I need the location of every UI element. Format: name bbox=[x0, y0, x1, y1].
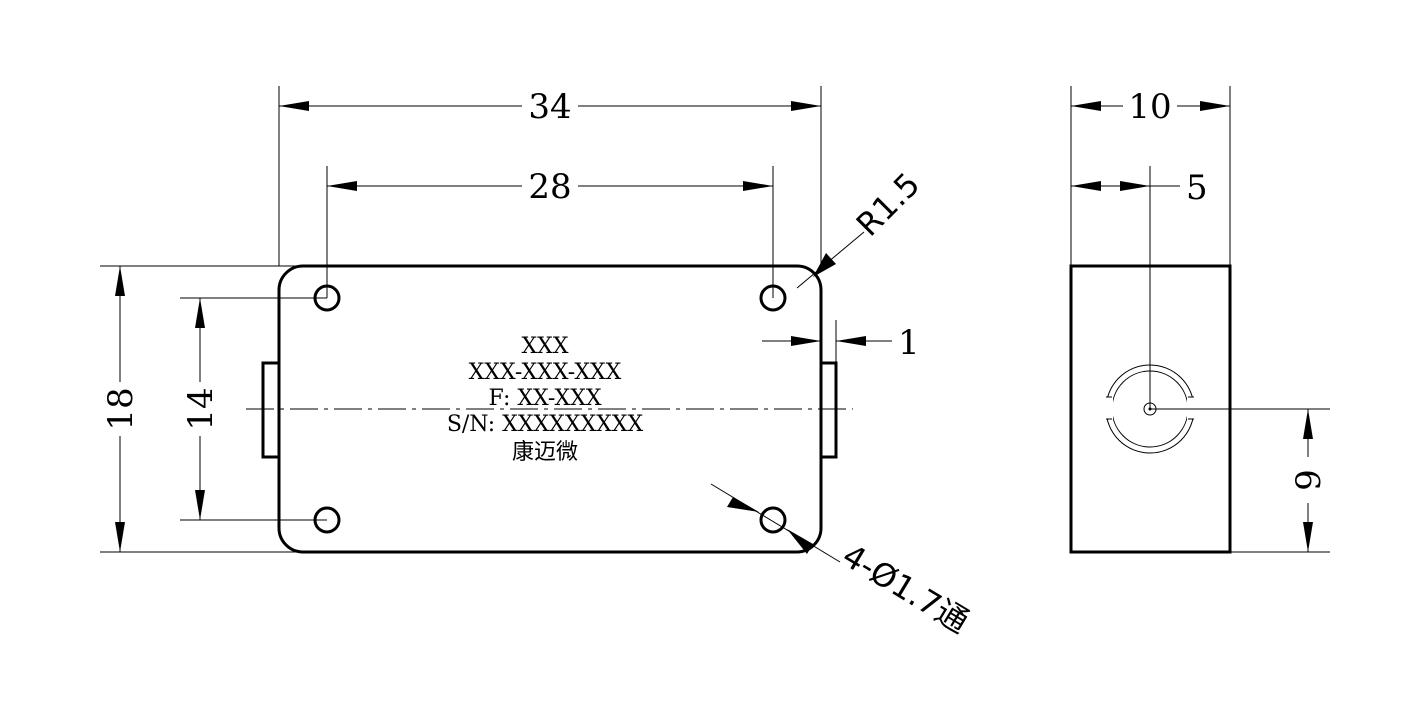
dim-side-center-value: 5 bbox=[1186, 168, 1208, 208]
front-view: XXX XXX-XXX-XXX F: XX-XXX S/N: XXXXXXXXX… bbox=[100, 86, 975, 641]
dim-hole-spacing-x: 28 bbox=[326, 166, 774, 298]
left-connector-tab bbox=[261, 361, 281, 459]
dim-side-height-value: 9 bbox=[1289, 469, 1329, 491]
dim-holes-callout: 4-Ø1.7通 bbox=[710, 483, 976, 641]
dim-overall-width-value: 34 bbox=[528, 87, 571, 127]
label-line-2: XXX-XXX-XXX bbox=[469, 360, 622, 385]
dim-overall-height-value: 18 bbox=[101, 387, 141, 430]
port-key-right bbox=[1187, 397, 1196, 419]
port-key-left bbox=[1104, 397, 1113, 419]
dim-hole-spacing-y: 14 bbox=[180, 297, 327, 521]
dim-overall-height: 18 bbox=[100, 265, 300, 553]
right-connector-tab bbox=[819, 361, 838, 459]
dim-offset: 1 bbox=[762, 320, 920, 363]
dim-side-center: 5 bbox=[1071, 166, 1208, 409]
dim-hole-spacing-y-value: 14 bbox=[181, 387, 221, 430]
dim-side-width: 10 bbox=[1070, 86, 1231, 266]
dim-holes-callout-value: 4-Ø1.7通 bbox=[836, 536, 976, 641]
dim-side-height: 9 bbox=[1150, 408, 1330, 553]
label-line-5: 康迈微 bbox=[512, 440, 578, 465]
dim-offset-value: 1 bbox=[898, 323, 920, 363]
product-label: XXX XXX-XXX-XXX F: XX-XXX S/N: XXXXXXXXX… bbox=[447, 334, 644, 465]
dim-hole-spacing-x-value: 28 bbox=[528, 167, 571, 207]
label-line-4: S/N: XXXXXXXXX bbox=[447, 412, 644, 437]
label-line-1: XXX bbox=[522, 334, 569, 359]
dim-side-width-value: 10 bbox=[1128, 87, 1171, 127]
dim-overall-width: 34 bbox=[278, 86, 822, 266]
dim-corner-radius-value: R1.5 bbox=[849, 165, 928, 244]
label-line-3: F: XX-XXX bbox=[488, 386, 601, 411]
side-view: 10 5 9 bbox=[1069, 86, 1330, 554]
mounting-hole-bottom-right bbox=[759, 506, 787, 534]
dim-corner-radius: R1.5 bbox=[796, 165, 928, 289]
